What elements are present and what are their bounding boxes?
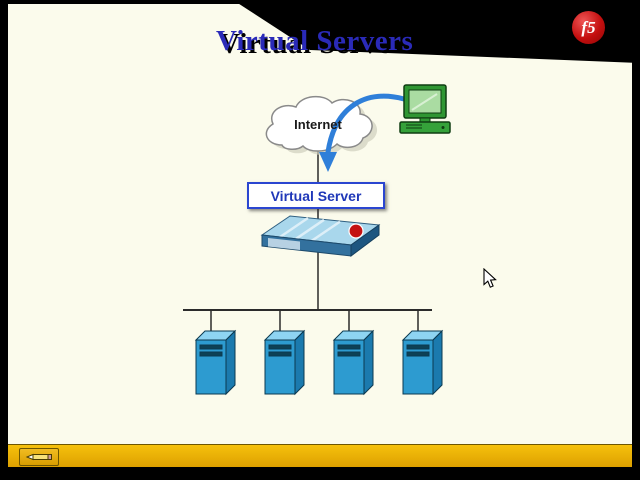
mouse-cursor (483, 268, 497, 288)
pool-server-icon (263, 329, 306, 396)
pen-tool-button[interactable] (19, 448, 59, 466)
internet-label: Internet (294, 117, 342, 132)
slide-title: Virtual Servers (216, 25, 414, 57)
virtual-server-box: Virtual Server (247, 182, 385, 209)
appliance-f5-ball-icon (348, 223, 364, 239)
f5-logo-text: f5 (581, 17, 596, 37)
pencil-icon (25, 453, 52, 461)
virtual-server-label: Virtual Server (270, 187, 362, 204)
presenter-toolbar (8, 444, 632, 467)
traffic-arrow-icon (319, 93, 407, 172)
pool-server-icon (401, 329, 444, 396)
pool-server-icon (332, 329, 375, 396)
bigip-appliance-icon (260, 215, 381, 257)
f5-logo: f5 (572, 11, 605, 44)
pool-server-icon (194, 329, 237, 396)
client-workstation-icon (399, 84, 451, 134)
